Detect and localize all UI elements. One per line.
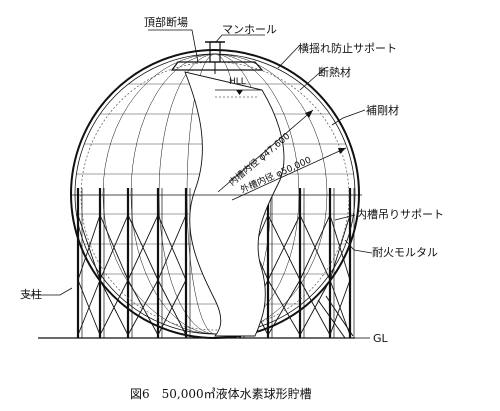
label-lateral-support: 横揺れ防止サポート	[298, 41, 397, 55]
cross-brace	[99, 279, 129, 336]
label-manhole: マンホール	[222, 23, 277, 36]
cross-brace	[157, 214, 187, 281]
cross-brace	[127, 214, 159, 281]
cross-brace	[77, 214, 101, 281]
cross-brace	[157, 279, 187, 336]
label-reinforcement: 補剛材	[366, 103, 399, 117]
stair-stringer	[325, 295, 354, 337]
label-gl: GL	[373, 332, 389, 345]
cutaway-section	[184, 71, 285, 337]
label-top-cut: 頂部断場	[144, 15, 188, 29]
leader-lines	[25, 29, 373, 296]
cross-brace	[299, 279, 331, 336]
inner-tank	[80, 61, 350, 331]
figure-caption: 図6 50,000㎥液体水素球形貯槽	[130, 386, 312, 401]
cross-brace	[99, 214, 129, 281]
top-nozzle	[170, 41, 264, 74]
cross-brace	[329, 279, 351, 336]
cross-brace	[127, 279, 159, 336]
label-fire-mortar: 耐火モルタル	[372, 246, 438, 259]
label-column: 支柱	[20, 287, 42, 301]
cross-brace	[299, 214, 331, 281]
hll-label: HLL	[229, 77, 246, 87]
label-insulation: 断熱材	[318, 65, 351, 79]
stair-stringer	[317, 299, 346, 339]
meridian-line	[102, 53, 328, 335]
label-inner-hanger: 内槽吊りサポート	[356, 207, 444, 221]
hll-marker: HLL	[215, 77, 262, 98]
cross-brace	[77, 279, 101, 336]
cross-brace	[267, 214, 301, 281]
